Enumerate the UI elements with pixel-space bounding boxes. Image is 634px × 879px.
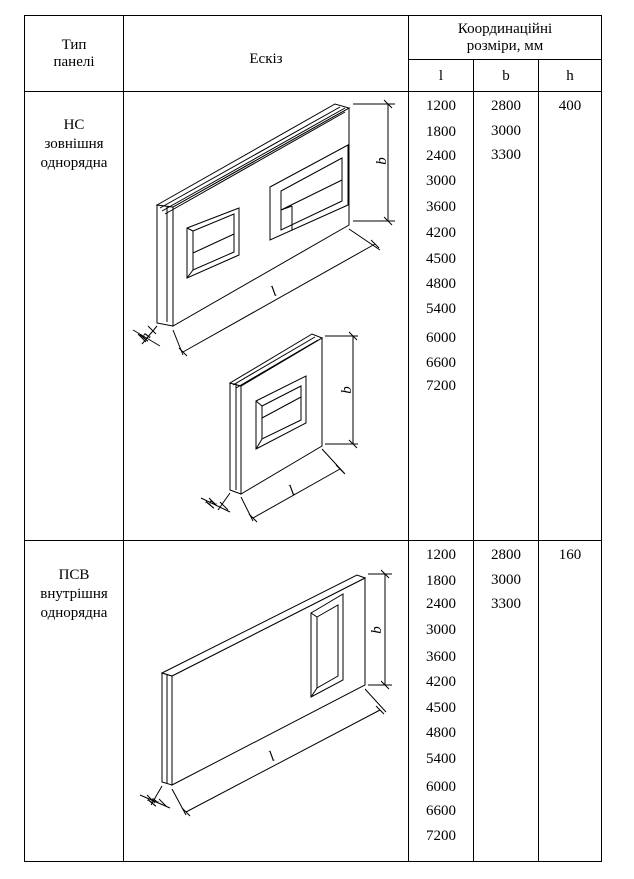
row1-b-value: 2800	[491, 98, 521, 114]
row2-l-value: 4200	[426, 674, 456, 690]
row1-l-value: 1800	[426, 124, 456, 140]
row2-b-value: 3300	[491, 596, 521, 612]
row1-h-value: 400	[558, 98, 582, 114]
row2-l-value: 6600	[426, 803, 456, 819]
header-col-l: l	[438, 68, 444, 84]
row1-l-value: 1200	[426, 98, 456, 114]
sketch-ns-small-panel	[200, 331, 358, 523]
header-col-b: b	[502, 68, 510, 84]
row2-l-value: 5400	[426, 751, 456, 767]
row1-l-value: 4200	[426, 225, 456, 241]
row1-l-value: 6600	[426, 355, 456, 371]
dim-label-b-1: b	[373, 157, 390, 165]
row1-l-value: 6000	[426, 330, 456, 346]
row2-l-value: 2400	[426, 596, 456, 612]
row2-b-value: 3000	[491, 572, 521, 588]
row2-l-value: 3000	[426, 622, 456, 638]
row1-l-value: 3600	[426, 199, 456, 215]
row1-l-value: 2400	[426, 148, 456, 164]
header-col-h: h	[566, 68, 574, 84]
row1-l-value: 3000	[426, 173, 456, 189]
row1-l-value: 7200	[426, 378, 456, 394]
row1-b-value: 3000	[491, 123, 521, 139]
row1-l-value: 5400	[426, 301, 456, 317]
row2-l-value: 4500	[426, 700, 456, 716]
row2-l-value: 6000	[426, 779, 456, 795]
row1-l-value: 4800	[426, 276, 456, 292]
row2-l-value: 7200	[426, 828, 456, 844]
header-type: Тип панелі	[53, 37, 95, 70]
row2-l-value: 4800	[426, 725, 456, 741]
table-border	[24, 15, 602, 862]
row2-l-value: 1800	[426, 573, 456, 589]
row1-b-value: 3300	[491, 147, 521, 163]
sketch-ns-large-panel	[132, 99, 395, 357]
row2-b-value: 2800	[491, 547, 521, 563]
row2-l-value: 1200	[426, 547, 456, 563]
header-sketch: Ескіз	[249, 51, 283, 67]
dim-label-b-2: b	[338, 386, 355, 394]
row1-l-value: 4500	[426, 251, 456, 267]
header-coordinates: Координаційні розміри, мм	[457, 21, 553, 54]
dim-label-b-3: b	[368, 626, 385, 634]
sketch-psv-panel	[139, 569, 392, 817]
row1-panel-type: НС зовнішня однорядна	[40, 117, 108, 171]
row2-l-value: 3600	[426, 649, 456, 665]
row2-h-value: 160	[558, 547, 582, 563]
row2-panel-type: ПСВ внутрішня однорядна	[40, 567, 108, 621]
